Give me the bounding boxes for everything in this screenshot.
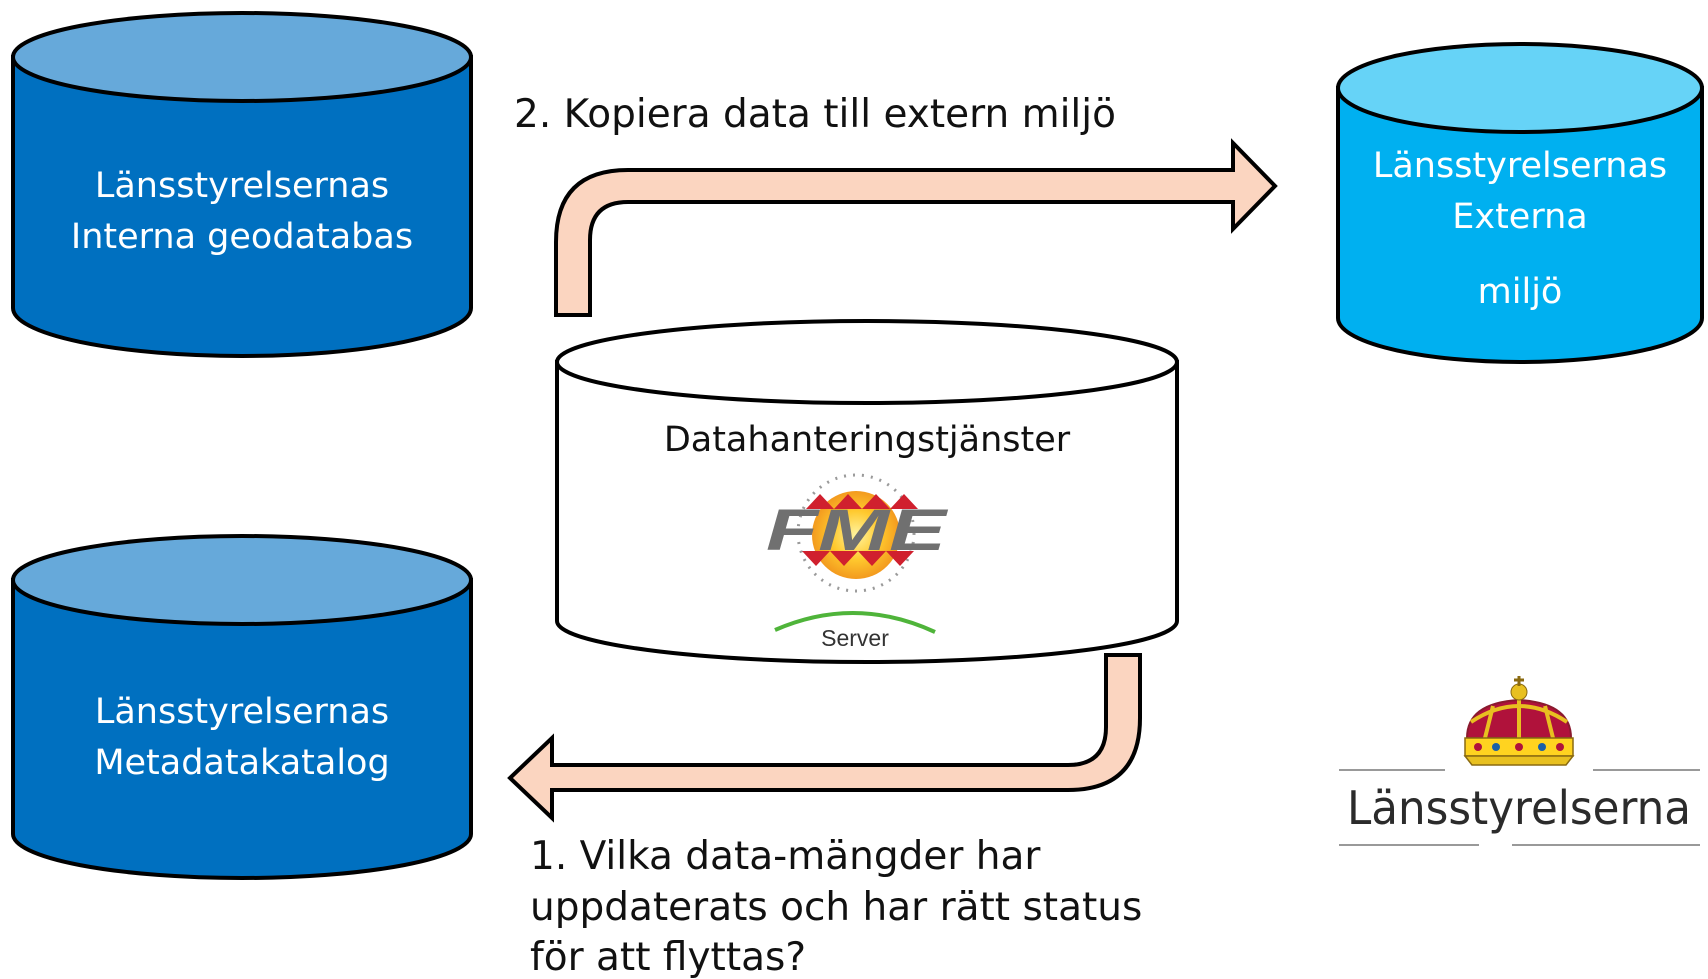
brand-name: Länsstyrelserna [1347,781,1691,835]
external-environment-cylinder: Länsstyrelsernas Externa miljö [1336,42,1704,364]
lansstyrelserna-logo: Länsstyrelserna [1339,676,1700,846]
internal-db-label-line1: Länsstyrelsernas [95,166,389,206]
query-arrow [507,653,1142,823]
services-db-top [555,319,1179,405]
external-db-label-line1: Länsstyrelsernas [1373,146,1667,186]
fme-red-triangles-top [806,494,918,509]
copy-arrow [554,138,1278,317]
fme-red-triangles-bottom [802,551,914,566]
fme-dotted-ring [796,473,916,593]
internal-geodatabase-cylinder: Länsstyrelsernas Interna geodatabas [11,11,473,358]
external-db-label-line2: Externa [1452,197,1588,237]
metadata-db-label-line2: Metadatakatalog [94,743,389,783]
metadata-db-top [11,534,473,626]
external-db-label-line3: miljö [1478,272,1563,312]
query-arrow-label-line1: 1. Vilka data-mängder har [530,834,1041,879]
query-arrow-label-line2: uppdaterats och har rätt status [530,885,1142,930]
internal-db-label-line2: Interna geodatabas [71,217,413,257]
services-db-label: Datahanteringstjänster [664,420,1071,460]
external-db-top [1336,42,1704,134]
copy-arrow-label: 2. Kopiera data till extern miljö [514,92,1116,137]
external-db-body [1336,86,1704,364]
fme-server-text: Server [821,625,889,651]
query-arrow-label-line3: för att flyttas? [530,935,806,979]
internal-db-body [11,55,473,358]
crown-icon [1463,676,1575,766]
fme-green-arc [774,611,936,634]
fme-server-logo: FME Server [766,473,949,651]
internal-db-top [11,11,473,103]
fme-letters: FME [766,498,949,563]
metadata-catalog-cylinder: Länsstyrelsernas Metadatakatalog [11,534,473,880]
metadata-db-label-line1: Länsstyrelsernas [95,692,389,732]
metadata-db-body [11,578,473,880]
data-services-cylinder: Datahanteringstjänster FME Server [555,319,1179,664]
